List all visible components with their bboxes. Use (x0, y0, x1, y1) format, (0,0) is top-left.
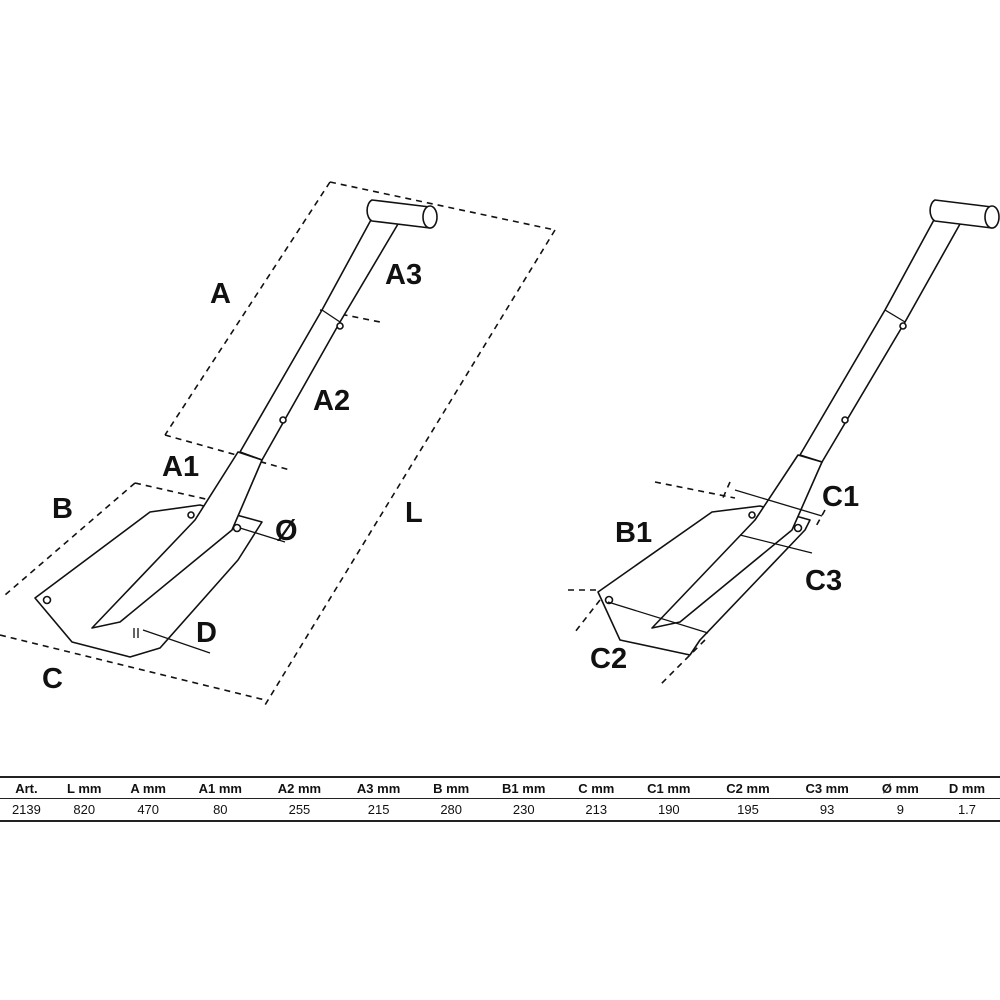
col-header: A3 mm (339, 777, 419, 799)
cell: 230 (512, 802, 535, 817)
label-C2: C2 (590, 643, 627, 675)
col-header: L mm (52, 777, 116, 799)
col-header: C mm (563, 777, 630, 799)
cell: 190 (657, 802, 680, 817)
col-header: A1 mm (180, 777, 260, 799)
label-A3: A3 (385, 259, 422, 291)
cell: 213 (585, 802, 608, 817)
table-row: 2139 820 470 80 255 215 280 230 213 190 … (0, 799, 1000, 822)
cell: 9 (896, 802, 904, 817)
col-header: Ø mm (866, 777, 934, 799)
right-shovel-drawing (568, 199, 1000, 686)
col-header: A mm (115, 777, 181, 799)
label-D: D (196, 617, 217, 649)
cell: 1.7 (957, 802, 977, 817)
shovel-dimension-diagram: A A3 A2 A1 B L Ø D C C1 B1 C3 C2 (0, 181, 1000, 706)
col-header: C3 mm (787, 777, 867, 799)
label-B: B (52, 493, 73, 525)
col-header: D mm (933, 777, 1000, 799)
col-header: C2 mm (708, 777, 788, 799)
col-header: B mm (418, 777, 485, 799)
cell: 80 (213, 802, 228, 817)
label-diameter: Ø (275, 515, 298, 547)
cell: 215 (367, 802, 390, 817)
left-shovel-drawing (0, 181, 556, 706)
label-A: A (210, 278, 231, 310)
table-header-row: Art. L mm A mm A1 mm A2 mm A3 mm B mm B1… (0, 777, 1000, 799)
col-header: B1 mm (484, 777, 564, 799)
label-B1: B1 (615, 517, 652, 549)
cell: 470 (137, 802, 160, 817)
label-C3: C3 (805, 565, 842, 597)
cell: 280 (440, 802, 463, 817)
col-header: Art. (0, 777, 53, 799)
label-A2: A2 (313, 385, 350, 417)
spec-table: Art. L mm A mm A1 mm A2 mm A3 mm B mm B1… (0, 776, 1000, 822)
cell: 820 (73, 802, 96, 817)
col-header: C1 mm (629, 777, 709, 799)
cell: 2139 (11, 802, 41, 817)
cell: 255 (288, 802, 311, 817)
cell: 93 (819, 802, 835, 817)
cell: 195 (737, 802, 759, 817)
label-L: L (405, 497, 423, 529)
col-header: A2 mm (259, 777, 340, 799)
label-C1: C1 (822, 481, 859, 513)
label-A1: A1 (162, 451, 199, 483)
label-C: C (42, 663, 63, 695)
